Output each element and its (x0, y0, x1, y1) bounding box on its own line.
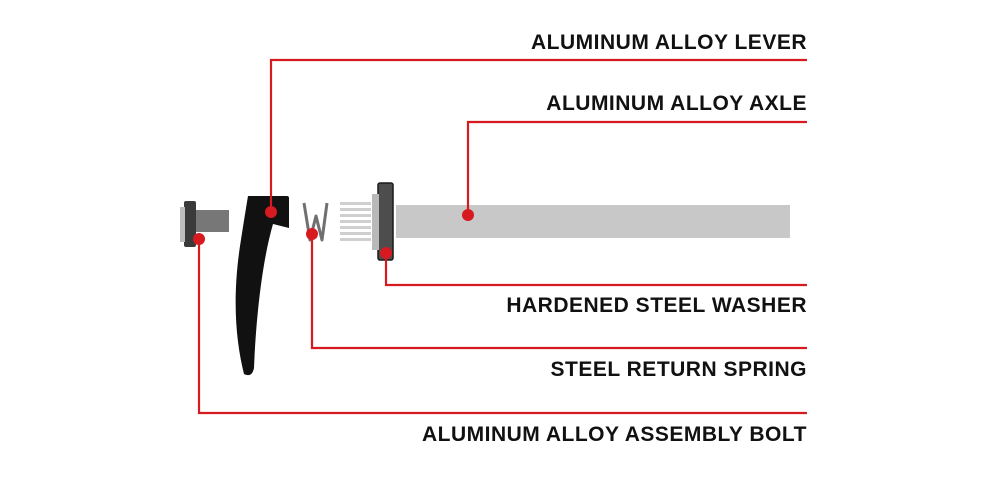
axle-part (396, 205, 790, 238)
label-lever: ALUMINUM ALLOY LEVER (531, 31, 807, 54)
leader-line-axle (466, 120, 807, 215)
leader-dot-axle (462, 209, 474, 221)
leader-line-lever (269, 58, 807, 212)
lever-part (235, 196, 289, 376)
spring-wire-part (302, 202, 329, 242)
leader-dot-spring (306, 228, 318, 240)
leader-line-washer (384, 253, 807, 287)
bolt-head-part (184, 201, 196, 247)
washer-edge (372, 194, 379, 250)
spring-coils-part (340, 202, 371, 241)
leader-dot-washer (380, 247, 392, 259)
bolt-shank-part (196, 210, 229, 232)
leader-dot-lever (265, 206, 277, 218)
label-washer: HARDENED STEEL WASHER (506, 294, 807, 317)
label-axle: ALUMINUM ALLOY AXLE (546, 92, 807, 115)
leader-line-bolt (197, 239, 807, 415)
bolt-head-highlight (180, 207, 185, 242)
label-bolt: ALUMINUM ALLOY ASSEMBLY BOLT (421, 423, 807, 446)
leader-dot-bolt (193, 233, 205, 245)
label-spring: STEEL RETURN SPRING (550, 358, 807, 381)
leader-line-spring (310, 234, 807, 350)
